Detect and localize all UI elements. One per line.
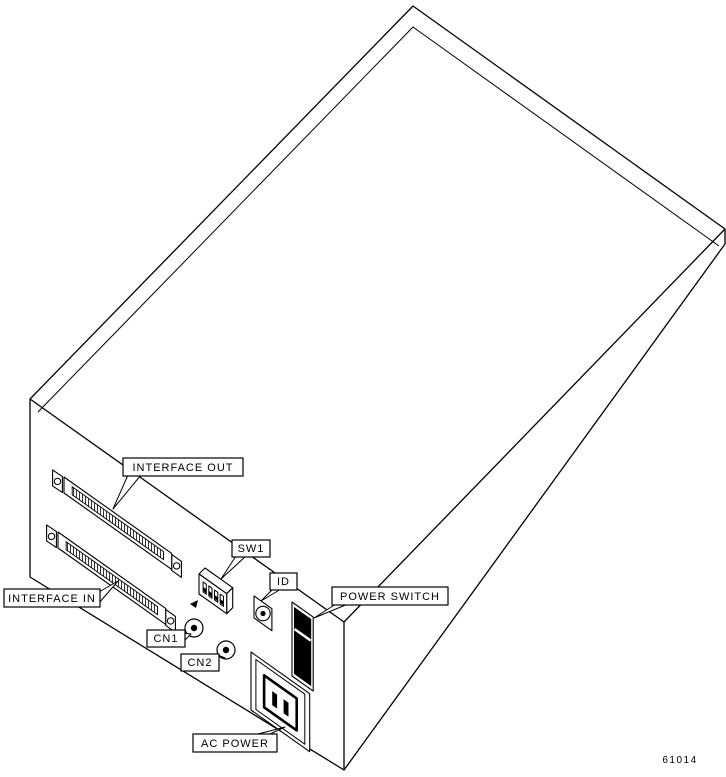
connector-cn2 (216, 640, 236, 660)
ac-power-callout-box (192, 733, 278, 753)
rotary-switch-slot (260, 610, 266, 617)
cn1-center (190, 624, 198, 632)
dip-switch-index-mark (190, 600, 198, 608)
ac-inlet-pin-slot (283, 699, 289, 717)
interface-out-callout-label: INTERFACE OUT (132, 462, 233, 474)
interface-in-connector (46, 524, 176, 633)
dip-switch-actuator (220, 599, 224, 606)
ac-inlet-pin-slot (272, 691, 278, 709)
ac-inlet-socket (262, 673, 299, 732)
cn1-callout-box (146, 629, 186, 648)
rear-panel-components (46, 469, 314, 753)
callouts: INTERFACE OUT SW1 ID POWER SWITCH INTERF… (3, 457, 449, 753)
interface-out-callout-box (122, 457, 244, 477)
power-switch-callout-label: POWER SWITCH (340, 591, 440, 603)
interface-out-callout-tail (112, 474, 142, 510)
id-callout-label: ID (277, 576, 290, 588)
power-switch-callout-tail (313, 603, 349, 619)
power-switch-callout-box (331, 586, 449, 606)
ac-inlet (250, 651, 311, 753)
ac-power-callout-label: AC POWER (201, 738, 269, 750)
rotary-switch-id (253, 595, 273, 632)
figure-number: 61014 (662, 755, 697, 766)
dip-switch-actuator (214, 595, 218, 602)
power-switch-callout: POWER SWITCH (313, 586, 449, 619)
dip-switch-sw1 (190, 567, 234, 615)
id-callout-box (269, 572, 298, 591)
cn2-center (222, 646, 230, 654)
ac-inlet-inner-rim (255, 659, 306, 745)
interface-in-callout: INTERFACE IN (3, 580, 119, 608)
interface-out-callout: INTERFACE OUT (112, 457, 244, 510)
interface-in-callout-box (3, 588, 101, 608)
interface-in-callout-label: INTERFACE IN (8, 593, 96, 605)
power-switch-rocker (293, 606, 312, 687)
interface-out-connector (52, 469, 182, 578)
lid-seam-line (37, 26, 720, 413)
power-switch-rocker-edge (293, 627, 312, 642)
sw1-callout-box (231, 539, 271, 558)
power-switch (291, 601, 314, 692)
sw1-callout: SW1 (220, 539, 271, 580)
cn2-callout: CN2 (180, 653, 226, 672)
dip-switch-actuator (203, 586, 207, 594)
sw1-callout-label: SW1 (238, 543, 265, 555)
cn1-callout: CN1 (146, 629, 192, 648)
ac-power-callout: AC POWER (192, 726, 286, 753)
dip-switch-actuator (208, 590, 212, 598)
cn2-callout-box (180, 653, 220, 672)
id-callout: ID (260, 572, 298, 602)
device-body (29, 5, 726, 771)
box-silhouette (29, 5, 726, 771)
id-callout-tail (260, 588, 282, 602)
cn2-callout-label: CN2 (187, 657, 212, 669)
box-inner-edges (29, 228, 726, 770)
cn1-callout-label: CN1 (153, 633, 178, 645)
sw1-callout-tail (220, 555, 247, 580)
connector-cn1 (184, 618, 204, 638)
